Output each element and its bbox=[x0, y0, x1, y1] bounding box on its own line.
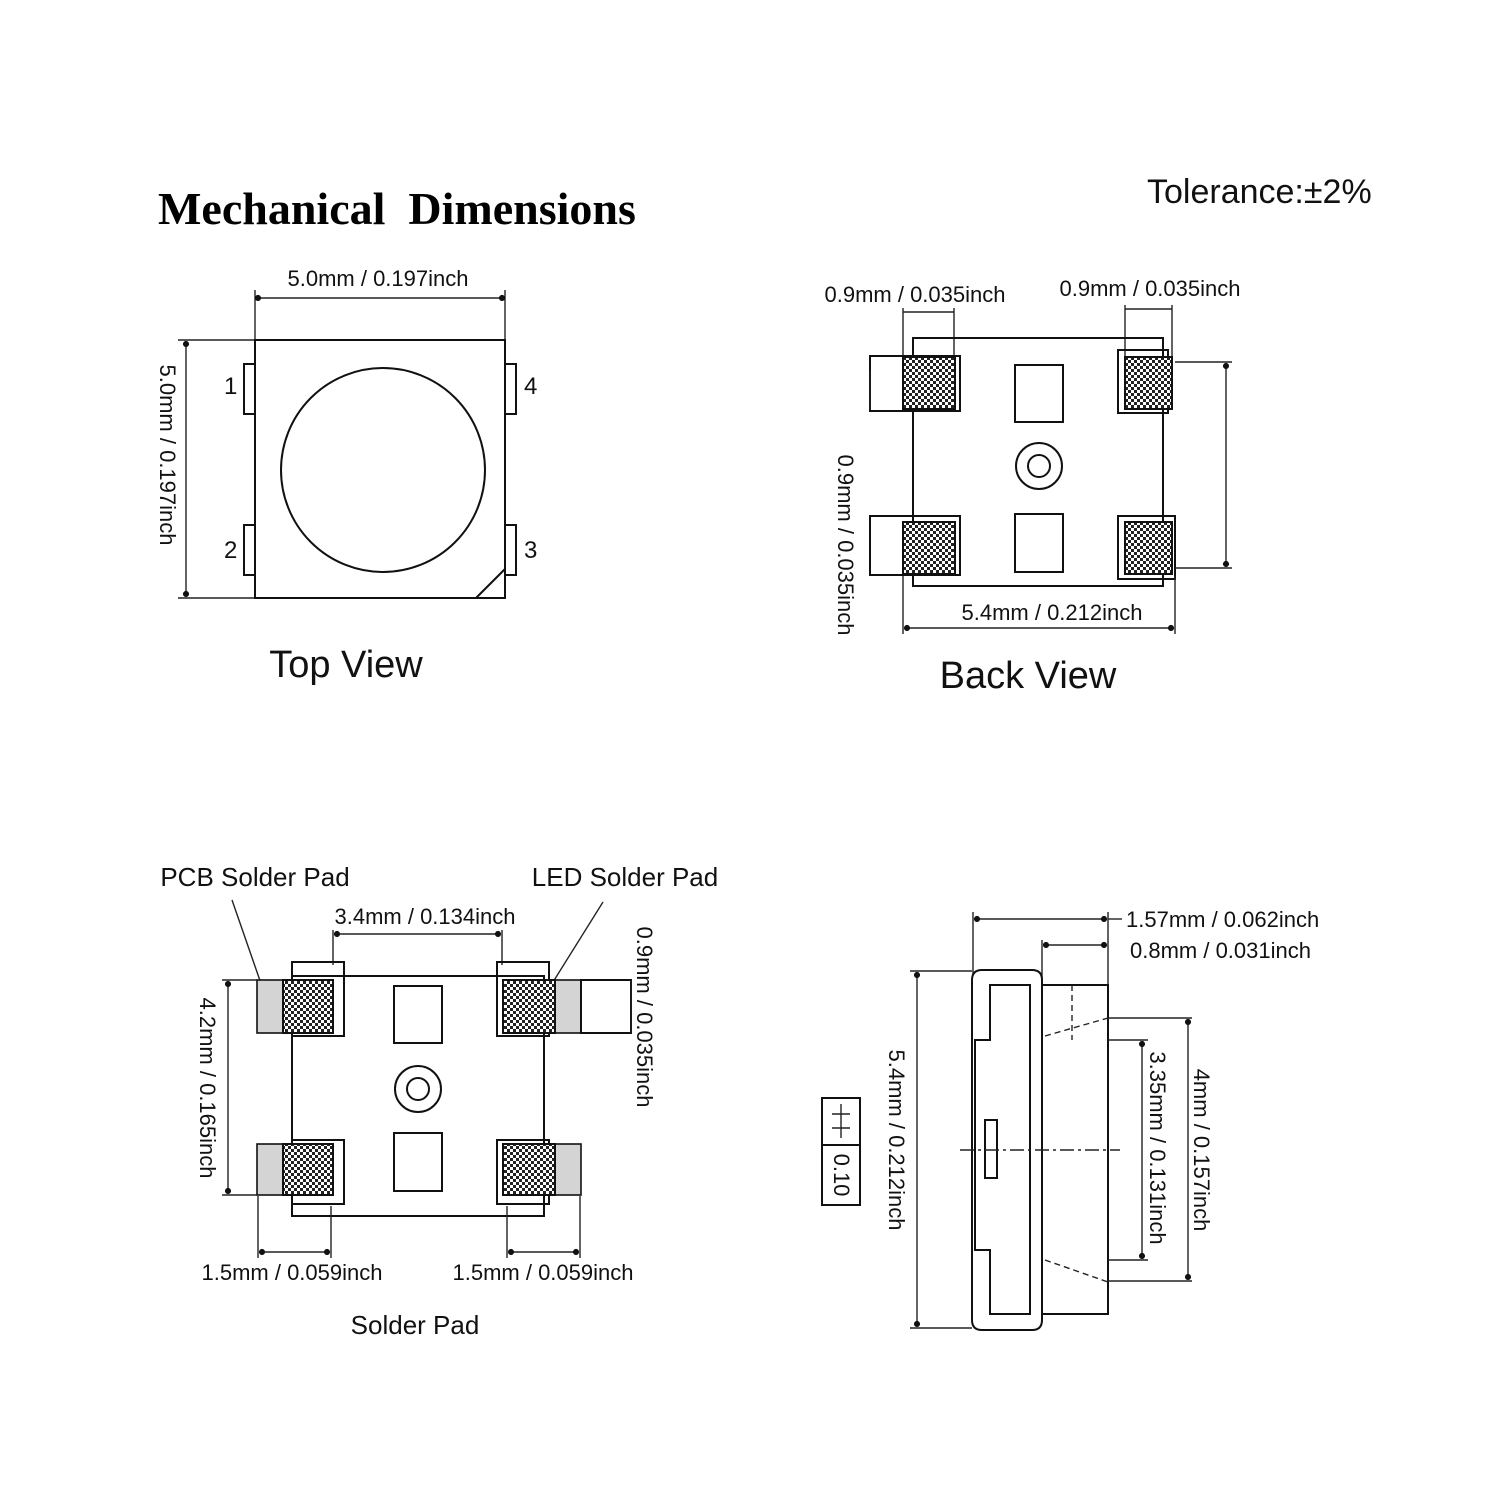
solder-pad-height-label: 0.9mm / 0.035inch bbox=[632, 927, 657, 1108]
back-view: 0.9mm / 0.035inch 0.9mm / 0.035inch 0.9m… bbox=[825, 276, 1241, 697]
back-view-center-mark bbox=[1015, 442, 1063, 490]
lens-circle bbox=[280, 367, 486, 573]
back-pad-width-left-label: 0.9mm / 0.035inch bbox=[825, 282, 1006, 307]
top-view-caption: Top View bbox=[269, 644, 423, 686]
solder-pad-caption: Solder Pad bbox=[351, 1310, 480, 1340]
top-view-height-label: 5.0mm / 0.197inch bbox=[155, 365, 180, 546]
pad-length-right-label: 1.5mm / 0.059inch bbox=[453, 1260, 634, 1285]
led-pad-bottom-left bbox=[282, 1143, 334, 1196]
vertical-span-label: 4.2mm / 0.165inch bbox=[195, 998, 220, 1179]
led-pad-top-right bbox=[502, 979, 556, 1034]
pin-3-tab bbox=[504, 524, 517, 576]
solder-pad-view: PCB Solder Pad LED Solder Pad 3.4mm / 0.… bbox=[160, 862, 718, 1340]
pin-2-label: 2 bbox=[224, 537, 237, 564]
led-solder-pad-label: LED Solder Pad bbox=[532, 862, 718, 892]
back-pad-width-right-label: 0.9mm / 0.035inch bbox=[1060, 276, 1241, 301]
pcb-pad-top-left bbox=[256, 979, 284, 1034]
pad-spacing-label: 3.4mm / 0.134inch bbox=[335, 904, 516, 929]
led-pad-top-left bbox=[282, 979, 334, 1034]
pad-length-left-label: 1.5mm / 0.059inch bbox=[202, 1260, 383, 1285]
pin-2-tab bbox=[243, 524, 256, 576]
side-body-outer bbox=[971, 969, 1043, 1331]
back-view-body bbox=[912, 337, 1164, 587]
pcb-pad-leader bbox=[231, 899, 266, 996]
overall-length-label: 5.4mm / 0.212inch bbox=[884, 1050, 909, 1231]
page-title: Mechanical Dimensions bbox=[158, 183, 636, 234]
flatness-frame bbox=[821, 1097, 861, 1206]
top-view: 5.0mm / 0.197inch 5.0mm / 0.197inch 1 2 … bbox=[155, 266, 537, 686]
pcb-pad-bottom-right bbox=[554, 1143, 582, 1196]
back-overall-width-label: 5.4mm / 0.212inch bbox=[962, 600, 1143, 625]
pcb-pad-bottom-left bbox=[256, 1143, 284, 1196]
pcb-pad-top-right bbox=[554, 979, 582, 1034]
back-pad-top-left bbox=[902, 356, 956, 410]
flatness-value: 0.10 bbox=[829, 1154, 854, 1197]
back-pad-height-label: 0.9mm / 0.035inch bbox=[833, 455, 858, 636]
back-pad-bottom-right bbox=[1124, 521, 1173, 575]
total-depth-label: 1.57mm / 0.062inch bbox=[1126, 907, 1319, 932]
pin-1-label: 1 bbox=[224, 373, 237, 400]
solder-view-center-mark bbox=[394, 1065, 442, 1113]
side-view: 1.57mm / 0.062inch 0.8mm / 0.031inch 5.4… bbox=[821, 907, 1319, 1331]
top-view-width-label: 5.0mm / 0.197inch bbox=[288, 266, 469, 291]
pin-1-tab bbox=[243, 363, 256, 415]
top-view-body bbox=[254, 339, 506, 599]
inner-length-label: 3.35mm / 0.131inch bbox=[1145, 1051, 1170, 1244]
lens-length-label: 4mm / 0.157inch bbox=[1189, 1069, 1214, 1232]
back-pad-top-right bbox=[1124, 356, 1173, 410]
solder-view-body bbox=[291, 975, 545, 1217]
side-lens bbox=[1042, 984, 1109, 1315]
pin-4-tab bbox=[504, 363, 517, 415]
pcb-solder-pad-label: PCB Solder Pad bbox=[160, 862, 349, 892]
pin-3-label: 3 bbox=[524, 537, 537, 564]
back-view-caption: Back View bbox=[940, 655, 1117, 697]
pin-4-label: 4 bbox=[524, 373, 537, 400]
pin1-marker-corner bbox=[475, 568, 506, 599]
tolerance-note: Tolerance:±2% bbox=[1147, 173, 1372, 211]
body-depth-label: 0.8mm / 0.031inch bbox=[1130, 938, 1311, 963]
led-pad-bottom-right bbox=[502, 1143, 556, 1196]
back-pad-bottom-left bbox=[902, 521, 956, 575]
